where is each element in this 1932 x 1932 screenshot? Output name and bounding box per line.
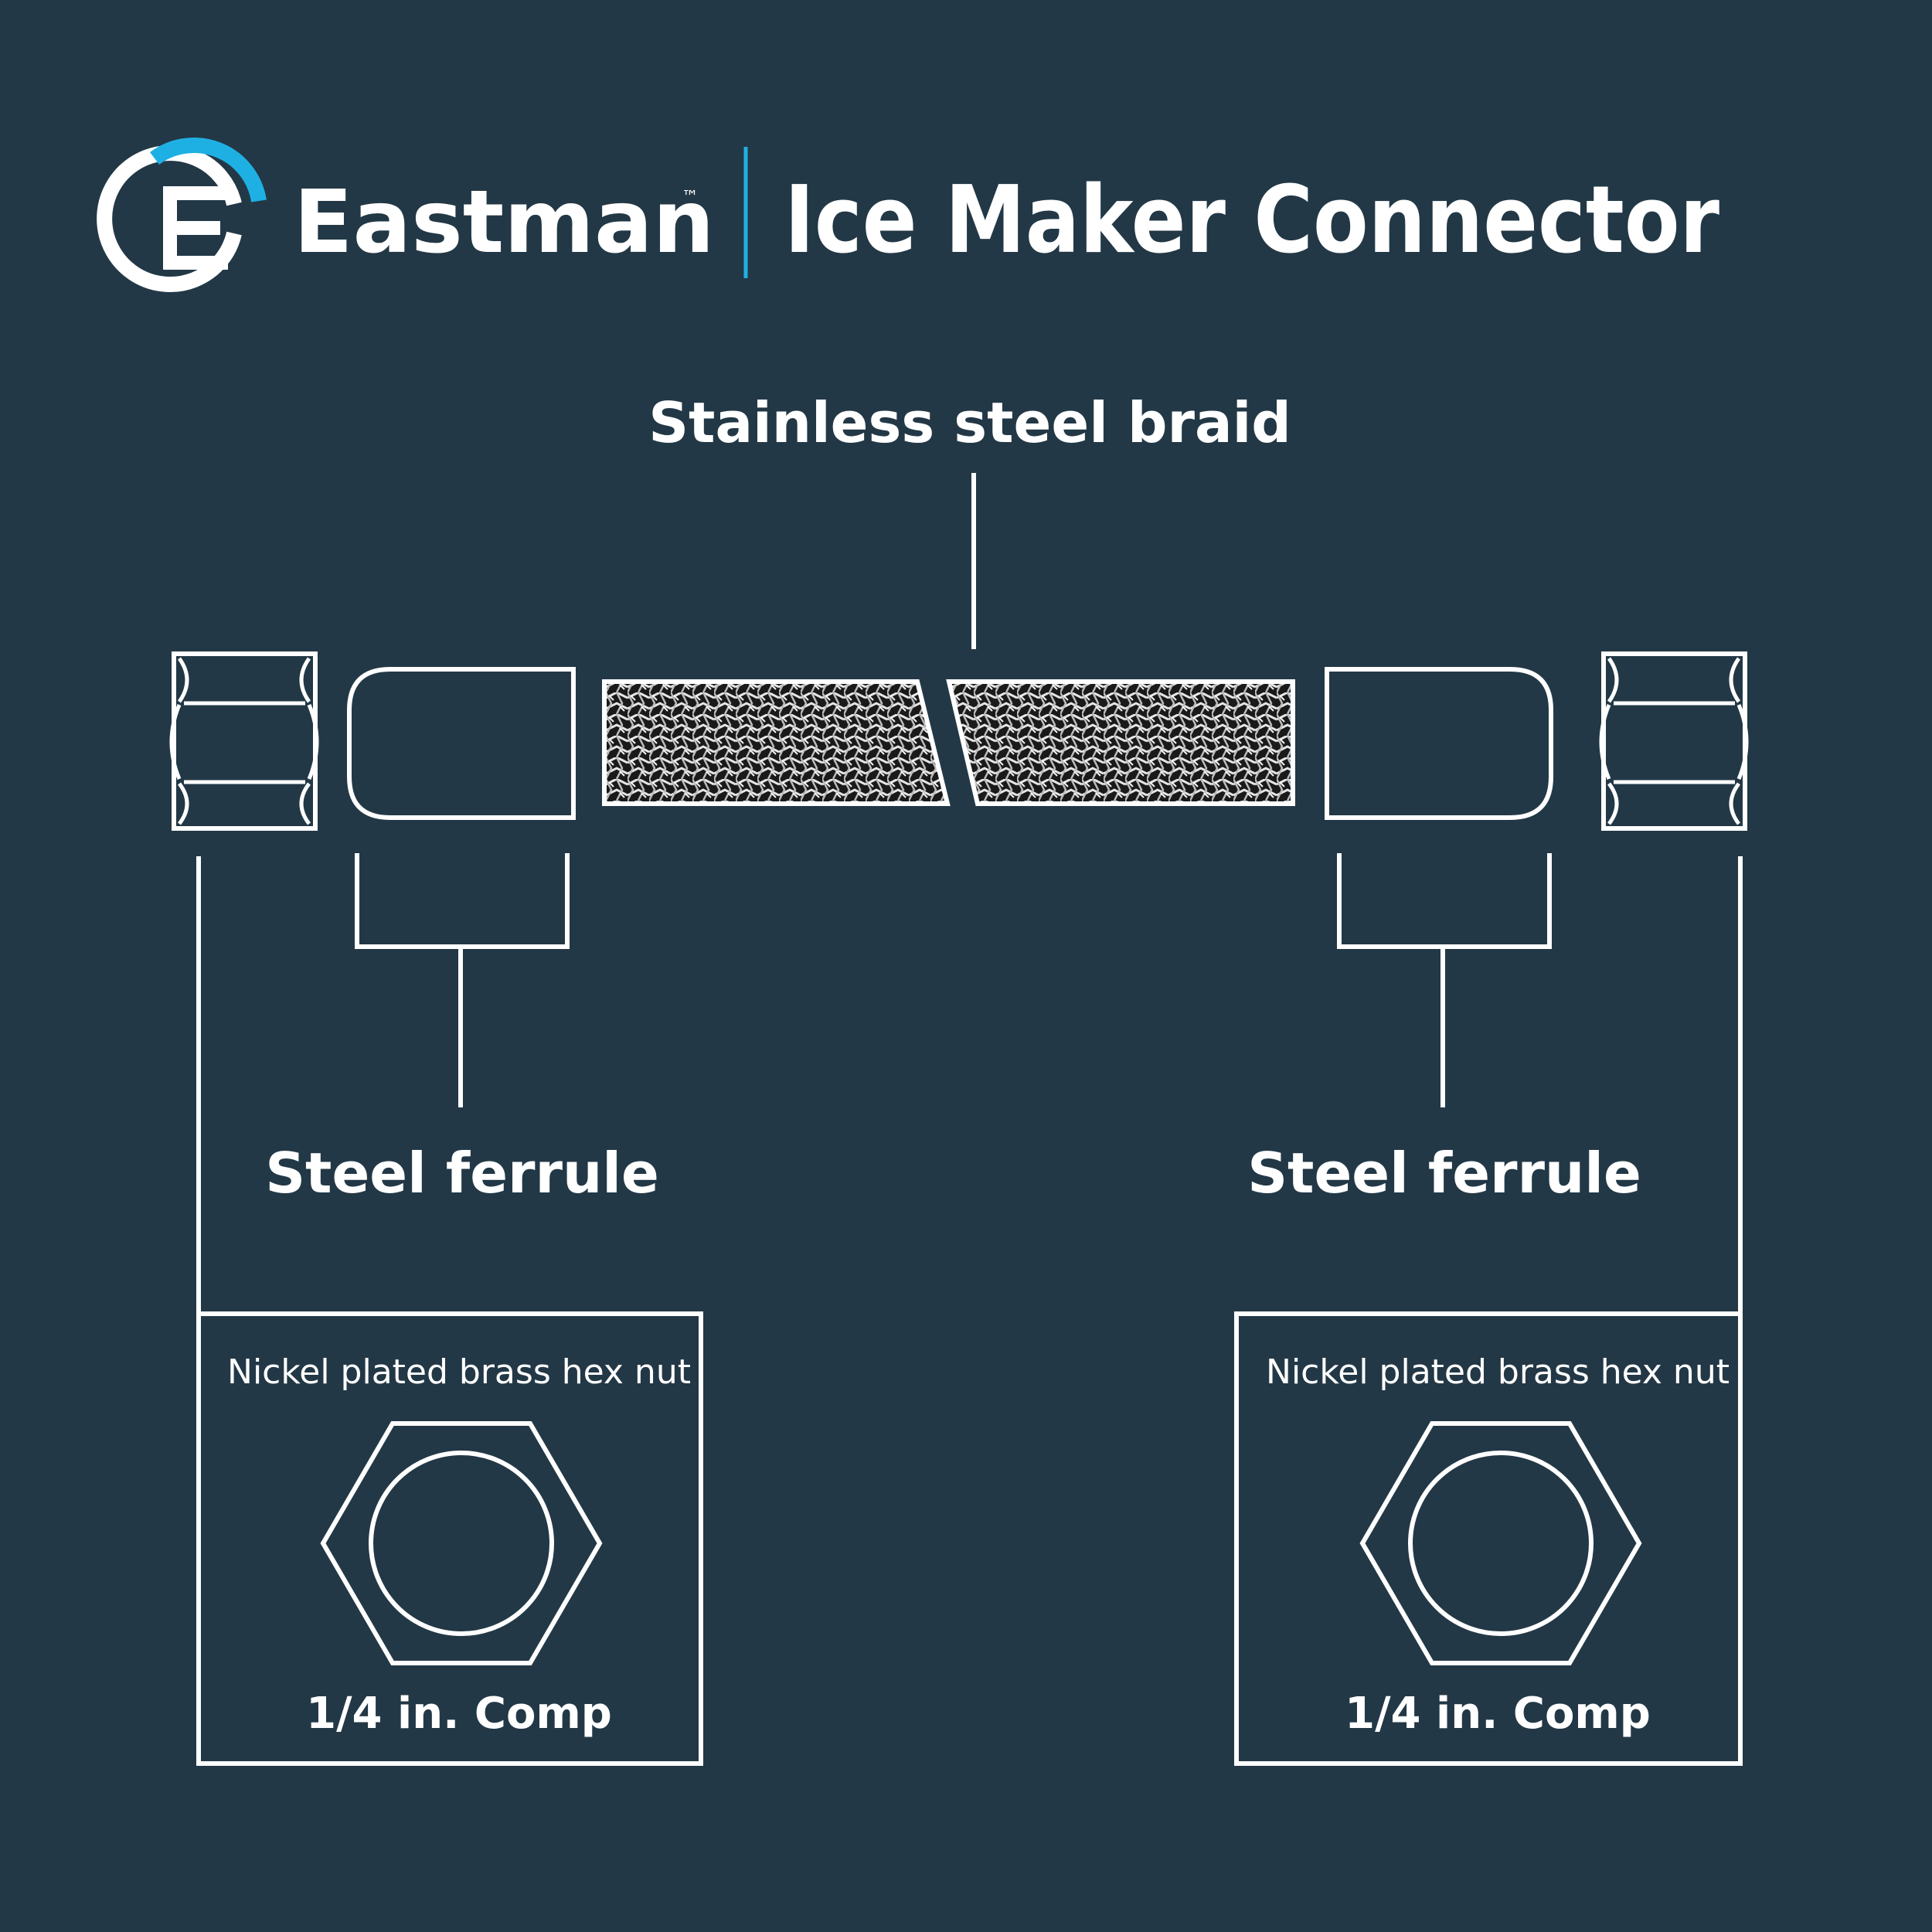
hex-nut-bore-icon (1408, 1451, 1594, 1636)
braid-right-half (946, 679, 1295, 806)
hex-nut-caption: Nickel plated brass hex nut (227, 1352, 691, 1392)
page-title: Ice Maker Connector (784, 167, 1719, 274)
trademark-symbol: ™ (682, 188, 699, 207)
braid-left-half (602, 679, 951, 806)
brand-name: Eastman (294, 172, 714, 273)
left-hex-nut-box: Nickel plated brass hex nut 1/4 in. Comp (196, 1311, 703, 1766)
logo-accent-arc-icon (150, 138, 267, 202)
right-ferrule-bracket (1337, 853, 1552, 1107)
hex-nut-caption: Nickel plated brass hex nut (1266, 1352, 1730, 1392)
right-hex-nut-box: Nickel plated brass hex nut 1/4 in. Comp (1234, 1311, 1743, 1766)
right-nut-side-view (1599, 651, 1749, 831)
right-ferrule-label: Steel ferrule (1247, 1141, 1641, 1206)
braid-label: Stainless steel braid (648, 390, 1291, 455)
logo-e-icon (163, 186, 228, 270)
right-ferrule-shape (1325, 667, 1553, 820)
hex-nut-icon (1359, 1421, 1642, 1665)
left-ferrule-bracket (355, 853, 570, 1107)
hex-nut-size-label: 1/4 in. Comp (1345, 1689, 1651, 1739)
left-nut-side-view (169, 651, 319, 831)
left-ferrule-shape (347, 667, 576, 820)
hex-nut-size-label: 1/4 in. Comp (306, 1689, 612, 1739)
eastman-logo (97, 138, 267, 292)
hex-nut-icon (320, 1421, 603, 1665)
logo-ring-icon (97, 145, 242, 292)
hex-nut-bore-icon (369, 1451, 554, 1636)
left-ferrule-label: Steel ferrule (265, 1141, 659, 1206)
